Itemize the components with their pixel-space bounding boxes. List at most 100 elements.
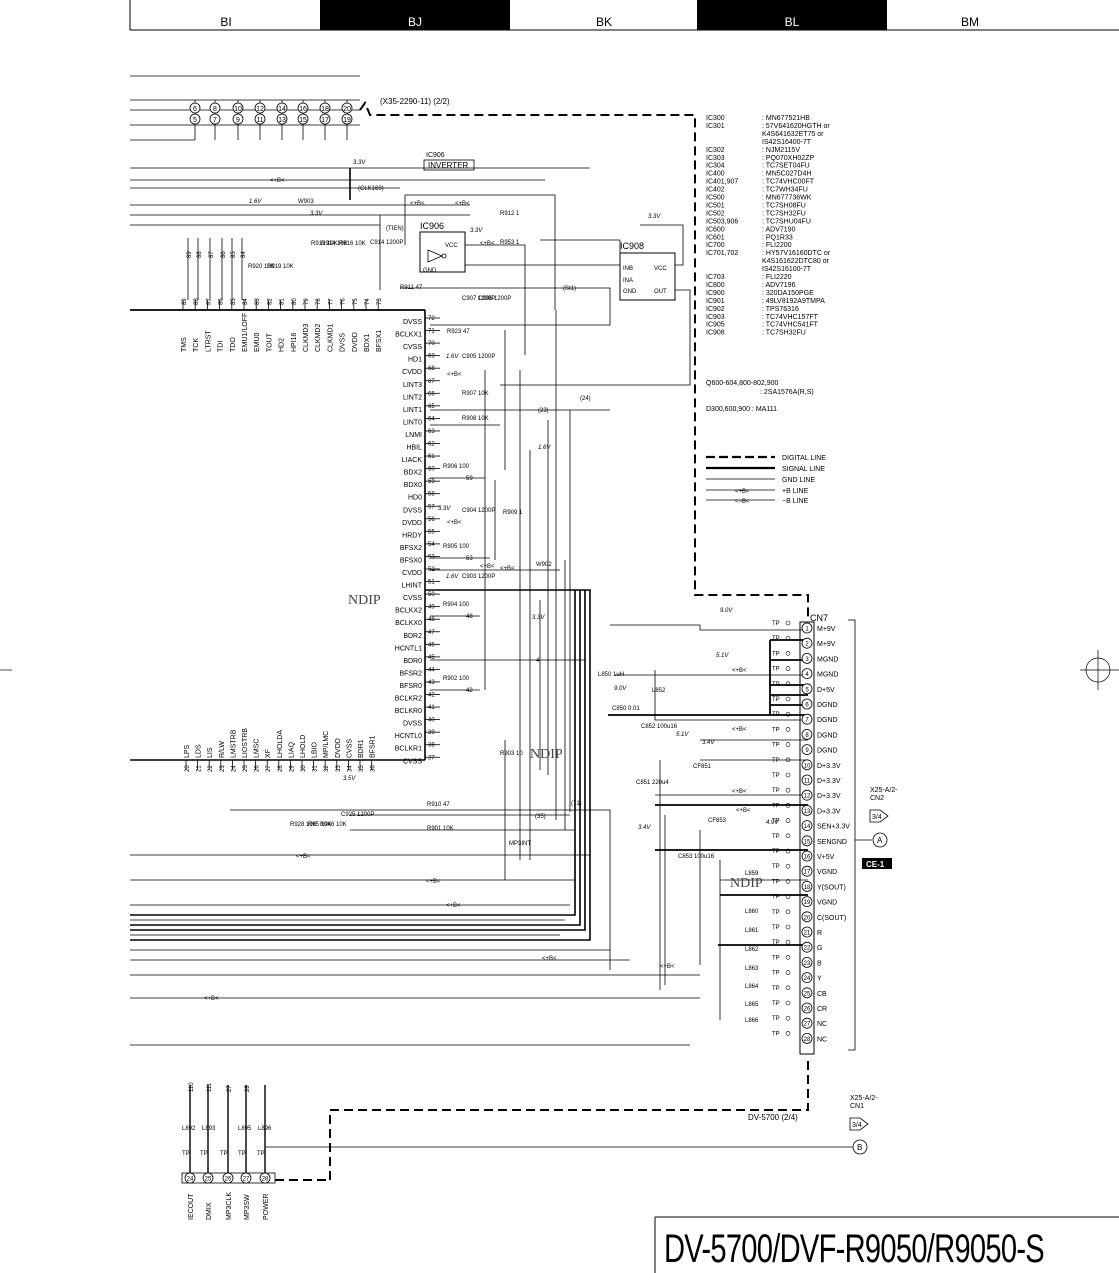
ic-ref: IC908 (706, 330, 725, 337)
tp-point (785, 939, 791, 945)
component-label: L893 (202, 1126, 216, 1132)
voltage-label: 3.3V (648, 214, 661, 220)
svg-text:INA: INA (623, 278, 633, 284)
component-label: C905 1200P (462, 354, 495, 360)
tp-point (785, 757, 791, 763)
bottom-conn-name: IECOUT (188, 1193, 195, 1220)
pin-number: 50 (428, 592, 435, 598)
ndip-watermark-3: NDIP (730, 876, 763, 891)
cn7-pin-name: D+3.3V (817, 778, 841, 785)
bottom-conn-number: 27 (243, 1177, 250, 1183)
ic-part: : NJM2115V (762, 147, 800, 154)
tp-label: TP (772, 1016, 780, 1022)
ic908-label: IC908 (620, 241, 644, 251)
cn7-pin-number: 23 (804, 961, 811, 967)
off-page-connectors: X25-A/2-CN2 3/4 A CE-1 X25-A/2-CN1 3/4 B (265, 787, 898, 1155)
pin-number: 49 (428, 605, 435, 611)
ce1-label: CE-1 (866, 860, 885, 869)
off-page-a-ref: X25-A/2-CN2 (870, 787, 898, 802)
bus-circle-top (276, 102, 288, 114)
svg-text:<−B<: <−B< (735, 499, 750, 505)
bottom-conn-name: POWER (263, 1194, 270, 1220)
pin-number: 70 (428, 341, 435, 347)
net-label: (35) (535, 814, 546, 820)
cn7-pin-name: M+9V (817, 641, 836, 648)
tp-point (785, 711, 791, 717)
tp-point (785, 727, 791, 732)
page-ref: DV-5700 (2/4) (748, 1113, 798, 1122)
bus-label-top: 8 (213, 106, 217, 113)
bottom-conn-name: DMIX (206, 1202, 213, 1220)
cn7-pin (801, 835, 813, 847)
pin-name: LMSC (254, 739, 261, 758)
tp-point (785, 803, 791, 808)
cn7-pin (801, 820, 813, 831)
ic-part: IS42S16400-7T (762, 139, 812, 146)
plus-b-marker: <+B< (660, 964, 675, 970)
cn7-pin-number: 27 (804, 1022, 811, 1028)
ic-ref: IC701,702 (706, 250, 738, 257)
bottom-conn-pin (184, 1172, 196, 1184)
pin-name: BDX1 (364, 334, 371, 352)
ic908-or-gate: IC908 INB INA GND VCC OUT (500, 224, 691, 386)
pin-name: TCK (193, 338, 200, 352)
pin-number: 47 (428, 630, 435, 636)
pin-name: DVDD (402, 520, 422, 527)
bus-label-bottom: 7 (213, 117, 217, 124)
cn7-pin-name: SEN+3.3V (817, 824, 850, 831)
ic-ref: IC301 (706, 123, 725, 130)
voltage-label: 1.6V (446, 354, 459, 360)
bus-label-bottom: 17 (321, 117, 329, 124)
cn7-pin-name: MGND (817, 656, 838, 663)
tp-label: TP (772, 712, 780, 718)
cn7-pin-number: 18 (804, 885, 811, 891)
component-label: R901 10K (427, 826, 454, 832)
component-label: R912 1 (500, 211, 520, 217)
tp-label: TP (772, 636, 780, 642)
pin-name: HCNTL1 (395, 645, 422, 652)
ic-ref: IC303 (706, 155, 725, 162)
pin-name: LINT1 (403, 407, 422, 414)
pin-number: 80 (292, 298, 298, 305)
pin-name: HBIL (406, 445, 422, 452)
bottom-conn-bus: 110 (189, 1082, 195, 1092)
title-box: DV-5700/DVF-R9050/R9050-S (654, 1216, 1119, 1273)
off-page-b-page: 3/4 (852, 1122, 862, 1129)
pin-name: BDR1 (358, 739, 365, 758)
cn7-pin-name: G (817, 945, 822, 952)
pin-number: 61 (428, 454, 435, 460)
pin-name: BCLKX2 (395, 608, 422, 615)
ic-part: : TC74VHC541FT (762, 322, 819, 329)
cn7-pin (801, 653, 813, 664)
ic-part: : PQ070XH02ZP (762, 155, 814, 162)
cn7-pin-number: 10 (804, 763, 811, 769)
pin-number: 81 (280, 298, 286, 305)
pin-name: BFSX1 (376, 330, 383, 352)
voltage-label: 9.0V (614, 686, 627, 692)
ic-ref: IC503,906 (706, 218, 738, 225)
tp-point (785, 666, 791, 671)
bus-circle-top (297, 102, 309, 114)
tp-label: TP (772, 910, 780, 916)
ic900-top-pins: 89TMS88TCK87LTRST86TDI85TDO84EMU1/LOFF83… (181, 238, 383, 352)
pin-number: 31 (313, 765, 319, 772)
component-label: R919 10K (267, 264, 294, 270)
legend: DIGITAL LINE SIGNAL LINE GND LINE <+B< +… (706, 455, 826, 505)
pin-number: 64 (428, 416, 435, 422)
pin-name: TMS (181, 337, 188, 352)
component-label: CF853 (708, 818, 727, 824)
ic-ref: IC402 (706, 187, 725, 194)
cn7-pin-name: M+9V (817, 626, 836, 633)
svg-text:GND: GND (623, 289, 637, 295)
pin-number: 60 (428, 467, 435, 473)
pin-number: 43 (428, 680, 435, 686)
cn7-pin-name: B (817, 960, 822, 967)
grid-header-bi: BI (220, 15, 231, 29)
legend-minus: −B LINE (782, 498, 809, 505)
ic-ref: IC905 (706, 322, 725, 329)
ic-part: : TPS76316 (762, 306, 799, 313)
net-label: 53 (466, 556, 473, 562)
plus-b-marker: <+B< (480, 241, 495, 247)
tp-label: TP (772, 955, 780, 961)
